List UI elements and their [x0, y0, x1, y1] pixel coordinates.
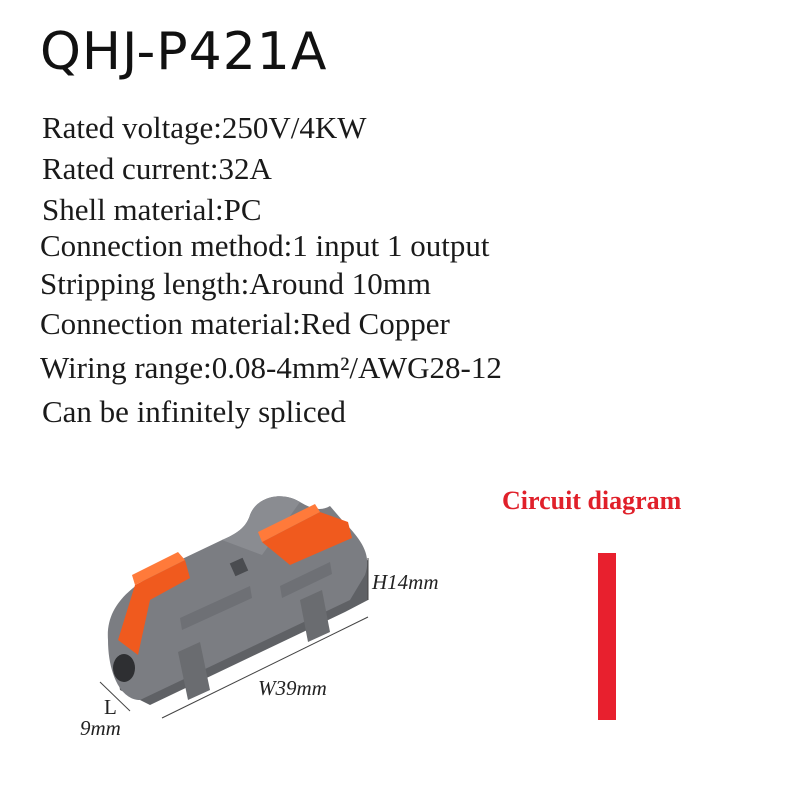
length-dimension-line — [99, 681, 131, 712]
spec-rated-voltage: Rated voltage:250V/4KW — [42, 110, 367, 145]
left-lever — [118, 560, 190, 655]
spec-rated-current: Rated current:32A — [42, 151, 272, 186]
connector-rail-left — [180, 586, 252, 630]
width-dimension-label: W39mm — [258, 676, 327, 700]
spec-splicing: Can be infinitely spliced — [42, 394, 346, 429]
spec-shell-material: Shell material:PC — [42, 192, 262, 227]
length-dimension-letter: L — [104, 695, 117, 719]
connector-center-hole — [229, 557, 249, 577]
spec-connection-material: Connection material:Red Copper — [40, 306, 450, 341]
width-dimension-line — [161, 616, 369, 719]
spec-stripping-length: Stripping length:Around 10mm — [40, 266, 431, 301]
connector-hump — [222, 496, 300, 555]
connector-rail-right — [280, 562, 332, 598]
circuit-diagram-bar — [598, 553, 616, 720]
height-dimension-label: H14mm — [372, 570, 439, 594]
right-lever-top — [258, 504, 320, 542]
circuit-diagram-label: Circuit diagram — [502, 486, 682, 515]
left-clip — [178, 642, 210, 700]
wire-entry-hole — [113, 654, 135, 682]
right-lever — [262, 512, 352, 565]
spec-connection-method: Connection method:1 input 1 output — [40, 228, 490, 263]
right-clip — [300, 590, 330, 642]
left-lever-top — [132, 552, 185, 585]
spec-wiring-range: Wiring range:0.08-4mm²/AWG28-12 — [40, 350, 502, 385]
length-dimension-label: 9mm — [80, 716, 121, 740]
product-title: QHJ-P421A — [40, 22, 328, 82]
